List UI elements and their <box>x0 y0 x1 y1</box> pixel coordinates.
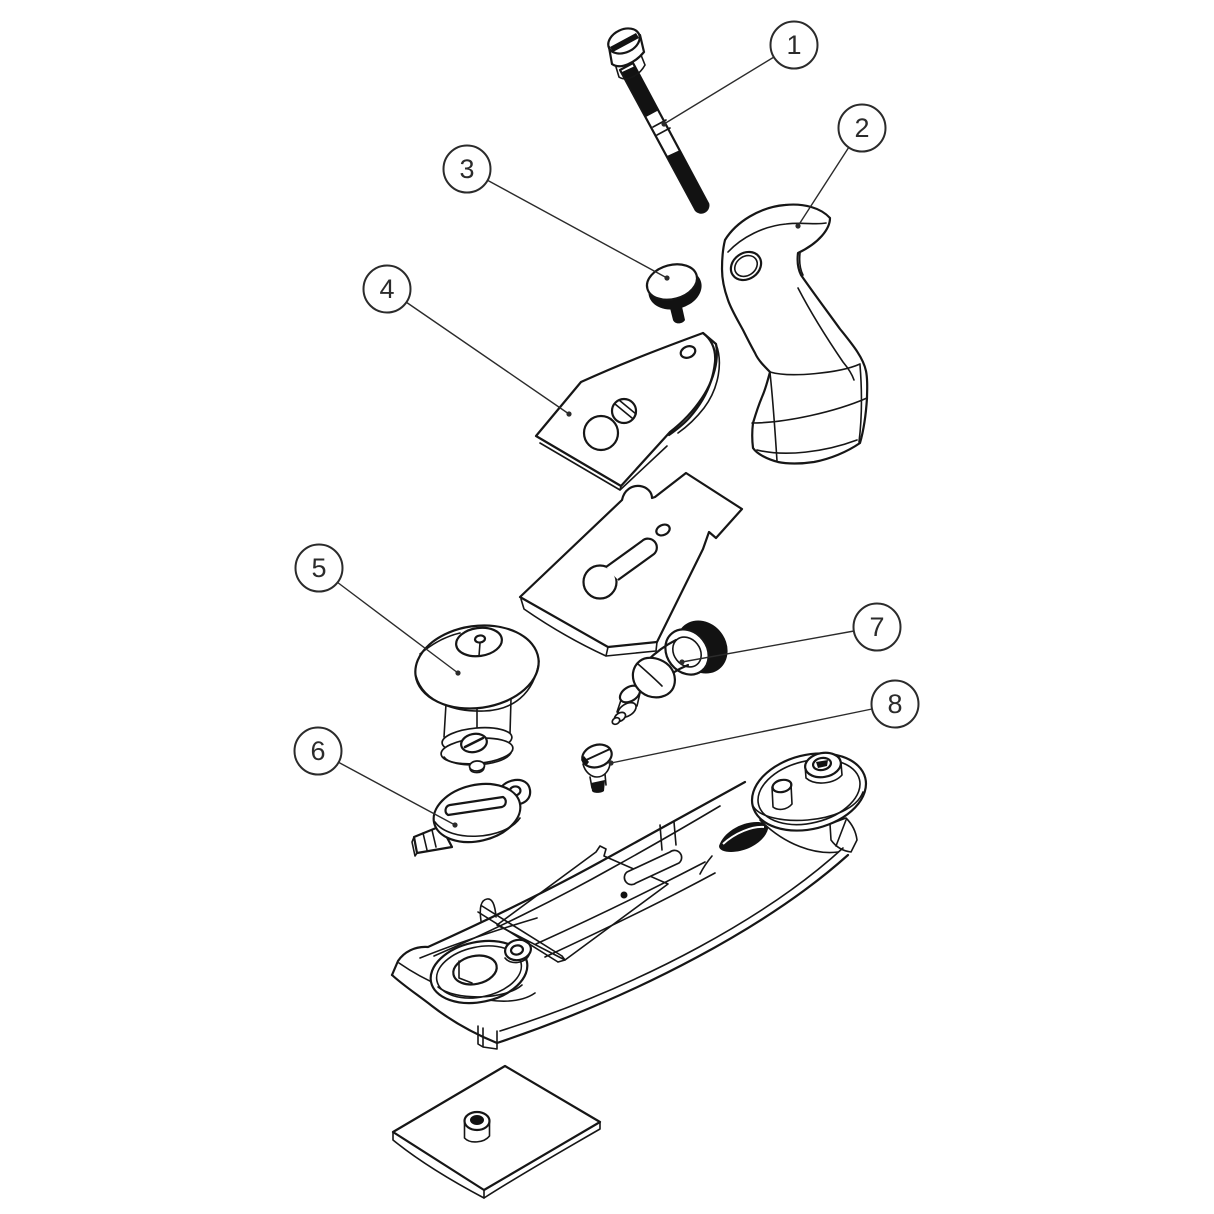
callout-8-bubble <box>870 679 920 729</box>
callout-5-number: 5 <box>311 553 326 583</box>
part-cap-screw <box>607 27 710 214</box>
part-handle <box>720 203 869 465</box>
part-frog-screw <box>581 743 613 793</box>
part-base-plate <box>391 1064 602 1199</box>
callout-8: 8 <box>608 679 920 766</box>
callout-4: 4 <box>362 264 572 417</box>
part-blade-iron <box>518 471 744 657</box>
part-plane-body <box>390 751 868 1050</box>
part-lever-cap <box>534 331 721 491</box>
callout-7-bubble <box>852 602 902 652</box>
callout-7: 7 <box>679 602 902 665</box>
callout-4-bubble <box>362 264 412 314</box>
callout-6-number: 6 <box>310 736 325 766</box>
callout-1-bubble <box>769 20 819 70</box>
callout-6: 6 <box>293 726 458 828</box>
part-knob-screw <box>645 263 702 324</box>
callout-3-bubble <box>442 144 492 194</box>
callout-3-number: 3 <box>459 154 474 184</box>
callout-2-number: 2 <box>854 113 869 143</box>
callout-2: 2 <box>795 103 887 229</box>
callout-2-bubble <box>837 103 887 153</box>
callout-4-number: 4 <box>379 274 394 304</box>
callout-1: 1 <box>661 20 819 127</box>
callout-6-bubble <box>293 726 343 776</box>
callout-8-number: 8 <box>887 689 902 719</box>
callout-5-bubble <box>294 543 344 593</box>
callout-1-number: 1 <box>786 30 801 60</box>
part-lateral-adjustment-lever <box>411 778 532 857</box>
callout-5: 5 <box>294 543 461 676</box>
callout-3: 3 <box>442 144 670 281</box>
callout-7-number: 7 <box>869 612 884 642</box>
part-front-knob <box>414 624 540 774</box>
